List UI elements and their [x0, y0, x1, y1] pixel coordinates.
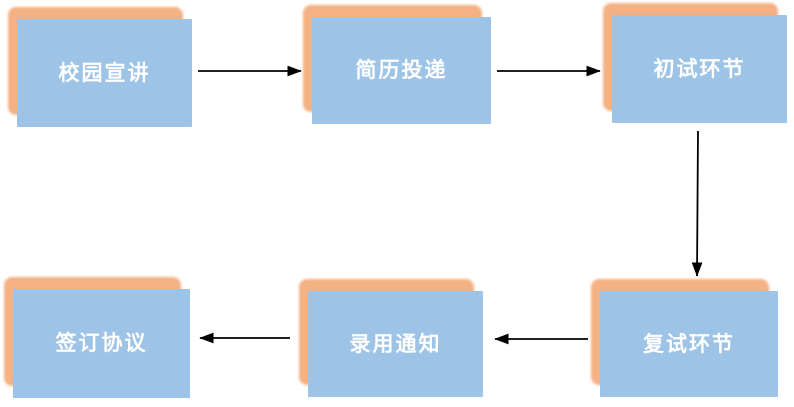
- flow-node-second-interview: 复试环节: [591, 279, 778, 397]
- node-label: 签订协议: [55, 332, 148, 355]
- arrow-first-to-second-interview: [691, 130, 703, 277]
- node-face: 签订协议: [13, 289, 190, 398]
- flow-node-resume-submission: 简历投递: [303, 5, 491, 124]
- flow-node-offer-notice: 录用通知: [299, 279, 483, 397]
- node-face: 复试环节: [600, 291, 778, 397]
- node-label: 校园宣讲: [58, 61, 151, 85]
- node-face: 校园宣讲: [17, 19, 192, 127]
- flow-node-campus-presentation: 校园宣讲: [8, 7, 192, 127]
- node-label: 简历投递: [355, 59, 448, 82]
- node-label: 初试环节: [653, 57, 746, 81]
- node-label: 复试环节: [643, 332, 735, 356]
- node-label: 录用通知: [349, 332, 442, 356]
- node-face: 简历投递: [312, 17, 491, 124]
- node-face: 初试环节: [612, 15, 787, 123]
- flow-node-first-interview: 初试环节: [603, 3, 787, 123]
- node-face: 录用通知: [308, 291, 483, 397]
- flow-node-sign-agreement: 签订协议: [4, 277, 190, 398]
